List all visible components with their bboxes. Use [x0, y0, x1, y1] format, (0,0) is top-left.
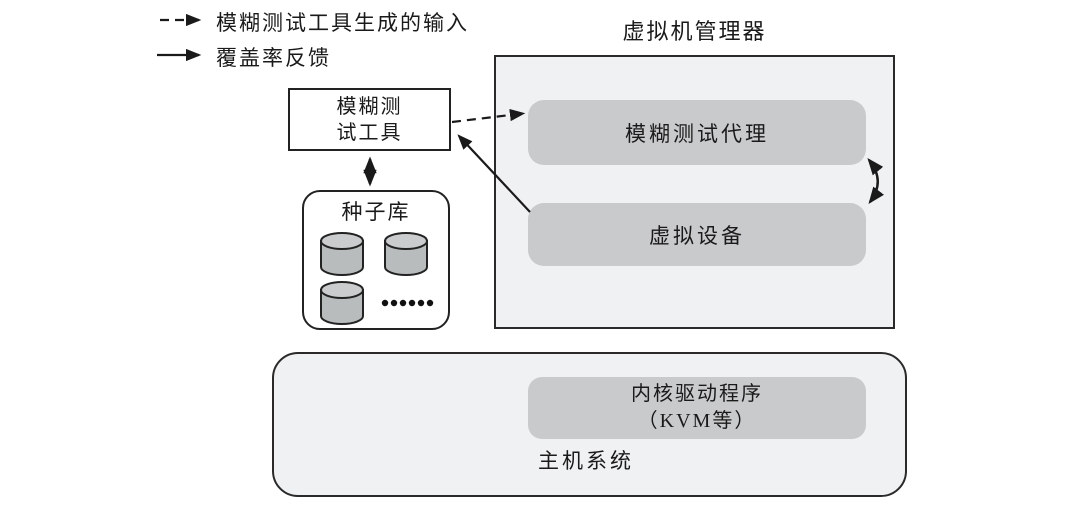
- fuzz-tool-box: 模糊测 试工具: [288, 88, 451, 151]
- host-system-label: 主机系统: [538, 449, 634, 473]
- fuzz-tool-label-line1: 模糊测: [336, 95, 403, 118]
- virtual-device-block: 虚拟设备: [528, 203, 866, 266]
- kernel-driver-label-line1: 内核驱动程序: [631, 383, 763, 405]
- vm-manager-panel: [494, 55, 895, 329]
- fuzz-agent-label: 模糊测试代理: [625, 121, 769, 146]
- kernel-driver-label-line2: （KVM等）: [637, 410, 757, 432]
- fuzz-agent-block: 模糊测试代理: [528, 100, 866, 165]
- seed-store-title: 种子库: [341, 200, 411, 224]
- vm-manager-title: 虚拟机管理器: [622, 19, 767, 44]
- legend-solid-label: 覆盖率反馈: [216, 46, 331, 70]
- kernel-driver-block: 内核驱动程序 （KVM等）: [528, 377, 866, 439]
- fuzz-tool-label-line2: 试工具: [336, 121, 403, 144]
- legend-dashed-label: 模糊测试工具生成的输入: [216, 11, 469, 35]
- virtual-device-label: 虚拟设备: [649, 223, 745, 248]
